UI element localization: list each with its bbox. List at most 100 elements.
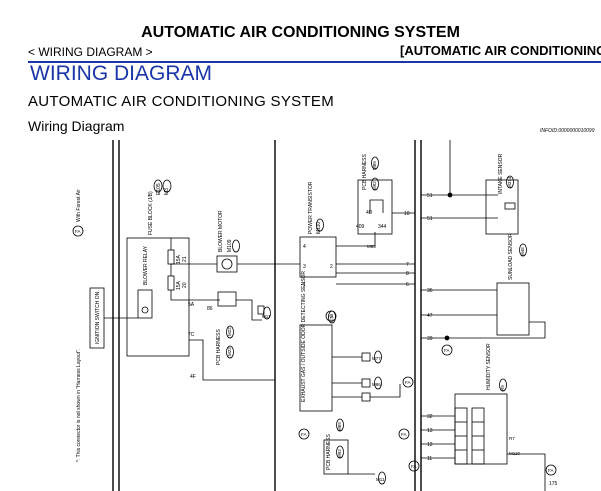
pin-51-b: 51	[427, 216, 433, 222]
junction	[444, 335, 450, 341]
fa-label: FA	[405, 380, 411, 385]
wire	[370, 384, 401, 398]
m11-conn-oval	[263, 306, 271, 320]
pcb-harness-1-conn-oval	[226, 345, 234, 359]
breadcrumb-left[interactable]: < WIRING DIAGRAM >	[28, 45, 153, 59]
pcb-harness-1-conn: M23	[227, 347, 232, 356]
fuse-block-conn-oval-2	[162, 179, 172, 193]
exhaust-sensor-box	[299, 324, 333, 412]
pin-10: 10	[404, 211, 410, 217]
pin-5A: 5A	[188, 302, 195, 308]
document-header-title: AUTOMATIC AIR CONDITIONING SYSTEM	[141, 24, 460, 41]
pcb-harness-2-label: PCB HARNESS	[362, 153, 368, 190]
pcb-harness-3-label: PCB HARNESS	[326, 433, 332, 470]
intake-sensor-box	[485, 179, 519, 235]
conn-m85: M85	[367, 244, 376, 249]
blower-motor-conn: M109	[227, 239, 233, 252]
fa-label: FA	[328, 314, 334, 319]
humidity-sensor-label: HUMIDITY SENSOR	[486, 343, 492, 390]
subsection-title: Wiring Diagram	[28, 118, 125, 134]
humidity-sensor-box	[454, 393, 508, 465]
pin-13: 13	[427, 428, 433, 434]
fuse-num-1: 21	[182, 256, 188, 262]
forest-air-marker	[72, 225, 84, 237]
pin-4F: 4F	[190, 374, 196, 380]
pcb-harness-2-conn-oval-2	[371, 177, 379, 191]
wire	[189, 339, 275, 381]
fuse-15a-2-label: 15A	[176, 280, 182, 290]
pcb-harness-3-conn: M89	[337, 422, 342, 431]
pcb-harness-3-box	[323, 439, 349, 475]
pin-12: 12	[427, 442, 433, 448]
pin-6: 6	[406, 282, 409, 288]
blower-motor-symbol	[221, 258, 233, 270]
exhaust-sensor-label: EXHAUST GAS / OUTSIDE ODOR DETECTING SEN…	[301, 271, 307, 402]
header-divider	[28, 61, 601, 63]
power-transistor-label: POWER TRANSISTOR	[308, 181, 314, 234]
intake-sensor-conn-oval	[506, 175, 514, 189]
ground-block	[257, 305, 265, 315]
sunload-sensor-box	[496, 282, 530, 336]
conn-m77: M77	[372, 356, 381, 361]
conn-m11-2: M11	[376, 477, 385, 482]
humidity-pin-block	[454, 407, 485, 465]
fa-label: FA	[444, 348, 450, 353]
intake-sensor-label: INTAKE SENSOR	[498, 153, 504, 194]
fa-labels: FA FA FA FA FA FA FA FA	[75, 229, 554, 473]
fa-label: FA	[301, 432, 307, 437]
pcb-harness-2-conn: M89	[372, 161, 377, 170]
fa-label: FA	[75, 229, 81, 234]
connector-labels: M11 M77 M86 M11 M85 R7 M110	[262, 244, 520, 482]
sunload-sensor-conn-oval	[519, 243, 527, 257]
pcb-harness-1-conn-oval-2	[226, 325, 234, 339]
m86-conn-oval	[374, 376, 382, 390]
pin-2: 2	[330, 264, 333, 270]
fa-marker	[441, 344, 453, 356]
blower-motor-label: BLOWER MOTOR	[218, 210, 224, 252]
connector-block	[361, 352, 371, 362]
forest-air-note: With Forest Air	[76, 189, 82, 222]
fuse-num-2: 20	[182, 282, 188, 288]
power-transistor-conn: M110	[316, 222, 322, 234]
pcb-harness-2-conn2: M92	[372, 181, 377, 190]
fuse-15a-2	[167, 275, 175, 291]
thermistor	[504, 202, 516, 210]
junction	[447, 192, 453, 198]
conn-m11: M11	[262, 314, 271, 319]
fuse-block-conn-oval	[153, 179, 163, 193]
bus-lines	[112, 140, 422, 491]
power-transistor-box	[299, 236, 337, 278]
connector-note: *: This connector is not shown in "Harne…	[76, 349, 82, 462]
pin-7C: 7C	[188, 332, 195, 338]
relay-coil	[141, 306, 149, 314]
sunload-sensor-label: SUNLOAD SENSOR	[508, 233, 514, 280]
page-subtitle: AUTOMATIC AIR CONDITIONING SYSTEM	[28, 93, 335, 110]
blower-relay-label: BLOWER RELAY	[143, 245, 149, 285]
fuse-15a-1	[167, 249, 175, 265]
blower-motor-box	[216, 255, 238, 273]
pin-labels: 10 7 8 6 51 51 36 47 39 32 13 12 11 175 …	[188, 193, 558, 487]
fa-marker	[402, 376, 414, 388]
fuse-block-conn: E105	[156, 183, 162, 195]
breadcrumb-right[interactable]: [AUTOMATIC AIR CONDITIONING	[400, 43, 601, 58]
pcb-harness-3-conn2: M92	[337, 449, 342, 458]
pin-7: 7	[406, 262, 409, 268]
wire	[336, 232, 376, 247]
pin-3: 3	[303, 264, 306, 270]
pcb-harness-2-conn-oval	[371, 156, 379, 170]
pin-32: 32	[427, 414, 433, 420]
fa-label: FA	[548, 468, 554, 473]
pcb-harness-1-box	[217, 291, 237, 307]
pin-39: 39	[427, 336, 433, 342]
pin-36: 36	[427, 288, 433, 294]
fa-label: FA	[411, 464, 417, 469]
pin-4D: 4D	[366, 210, 373, 216]
wire	[421, 321, 546, 339]
conn-m86: M86	[372, 382, 381, 387]
pin-344: 344	[378, 224, 387, 230]
wire	[507, 453, 546, 491]
pin-8: 8	[406, 271, 409, 277]
fuse-15a-1-label: 15A	[176, 254, 182, 264]
pin-1: 1	[303, 282, 306, 288]
